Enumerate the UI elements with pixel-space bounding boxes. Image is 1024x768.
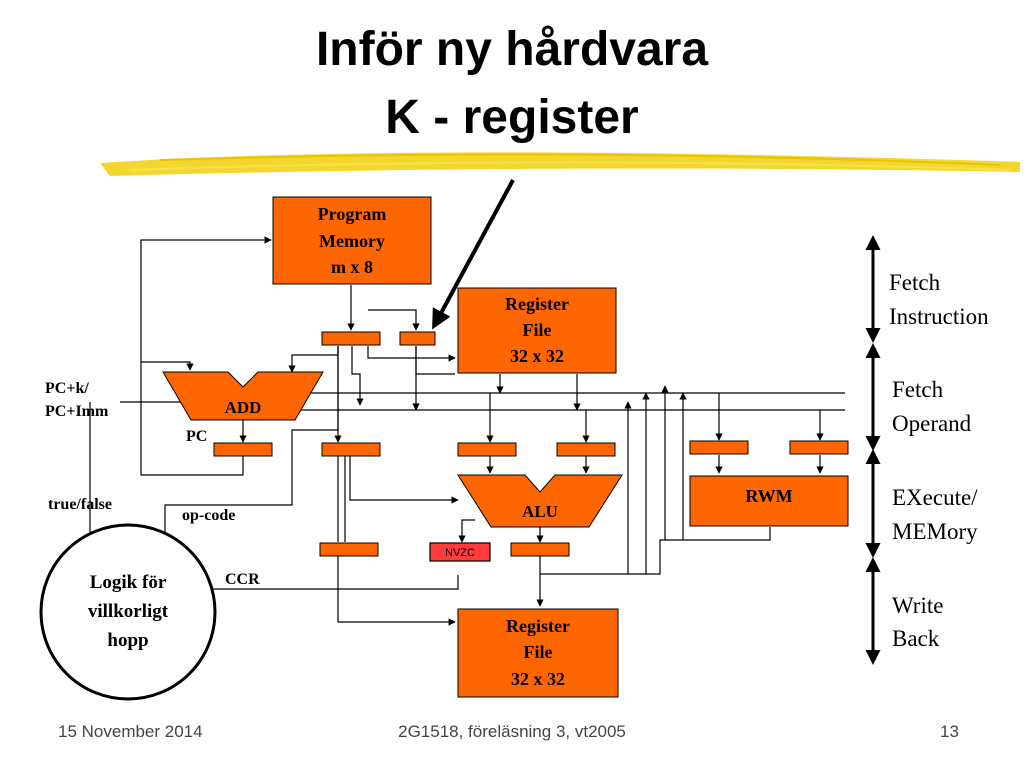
footer-date: 15 November 2014: [58, 722, 203, 741]
stage-1-line-2: Instruction: [889, 304, 989, 329]
branch-logic-circle: Logik för villkorligt hopp: [39, 523, 217, 701]
k-register: [399, 331, 436, 346]
pc-label: PC: [186, 428, 207, 445]
stage-3-line-2: MEMory: [892, 519, 978, 544]
rwm-address-register: [689, 440, 749, 455]
op-code-label: op-code: [182, 507, 235, 524]
stage-2-line-1: Fetch: [892, 377, 944, 402]
writeback-control-register: [319, 542, 379, 557]
pc-register: [213, 442, 273, 457]
adder-label: ADD: [225, 398, 262, 417]
register-file-bottom-block: Register File 32 x 32: [457, 608, 619, 698]
program-memory-label-3: m x 8: [331, 257, 373, 277]
program-memory-label-1: Program: [318, 204, 387, 224]
slide-title-line1: Inför ny hårdvara: [315, 23, 709, 76]
slide-title-line2: K - register: [385, 91, 639, 144]
stage-1-line-1: Fetch: [889, 270, 941, 295]
true-false-label: true/false: [48, 496, 112, 513]
datapath-wires: [89, 236, 845, 626]
nvzc-label: NVZC: [445, 547, 475, 559]
pc-k-label: PC+k/: [45, 380, 89, 397]
ccr-label: CCR: [225, 571, 260, 588]
rwm-data-register: [789, 440, 849, 455]
decode-register: [321, 442, 381, 457]
pipeline-registers: [213, 331, 849, 557]
nvzc-flags-register: NVZC: [429, 542, 491, 562]
stage-4-line-1: Write: [892, 593, 943, 618]
alu-label: ALU: [522, 502, 558, 521]
register-file-bottom-label-1: Register: [506, 616, 570, 636]
adder-block: ADD: [162, 371, 324, 421]
operand-a-register: [457, 442, 517, 457]
program-memory-label-2: Memory: [319, 231, 385, 251]
pc-imm-label: PC+Imm: [45, 403, 109, 420]
register-file-top-label-1: Register: [505, 294, 569, 314]
logic-label-1: Logik för: [90, 572, 167, 593]
result-register: [510, 542, 570, 557]
operand-b-register: [556, 442, 616, 457]
register-file-bottom-label-2: File: [524, 642, 553, 662]
instruction-register: [321, 331, 381, 346]
rwm-block: RWM: [689, 475, 849, 527]
stage-4-line-2: Back: [892, 626, 940, 651]
register-file-top-label-3: 32 x 32: [510, 346, 564, 366]
footer-page-number: 13: [940, 722, 959, 741]
logic-label-3: hopp: [107, 630, 148, 651]
register-file-top-label-2: File: [523, 320, 552, 340]
title-underline-highlight: [100, 152, 1020, 176]
rwm-label: RWM: [745, 486, 792, 506]
footer-course: 2G1518, föreläsning 3, vt2005: [398, 722, 626, 741]
stage-2-line-2: Operand: [892, 411, 972, 436]
register-file-top-block: Register File 32 x 32: [457, 287, 617, 374]
alu-block: ALU: [457, 474, 623, 528]
program-memory-block: Program Memory m x 8: [272, 196, 432, 285]
logic-label-2: villkorligt: [88, 601, 169, 622]
register-file-bottom-label-3: 32 x 32: [511, 669, 565, 689]
k-register-pointer-arrow: [432, 179, 515, 330]
stage-3-line-1: EXecute/: [892, 485, 978, 510]
